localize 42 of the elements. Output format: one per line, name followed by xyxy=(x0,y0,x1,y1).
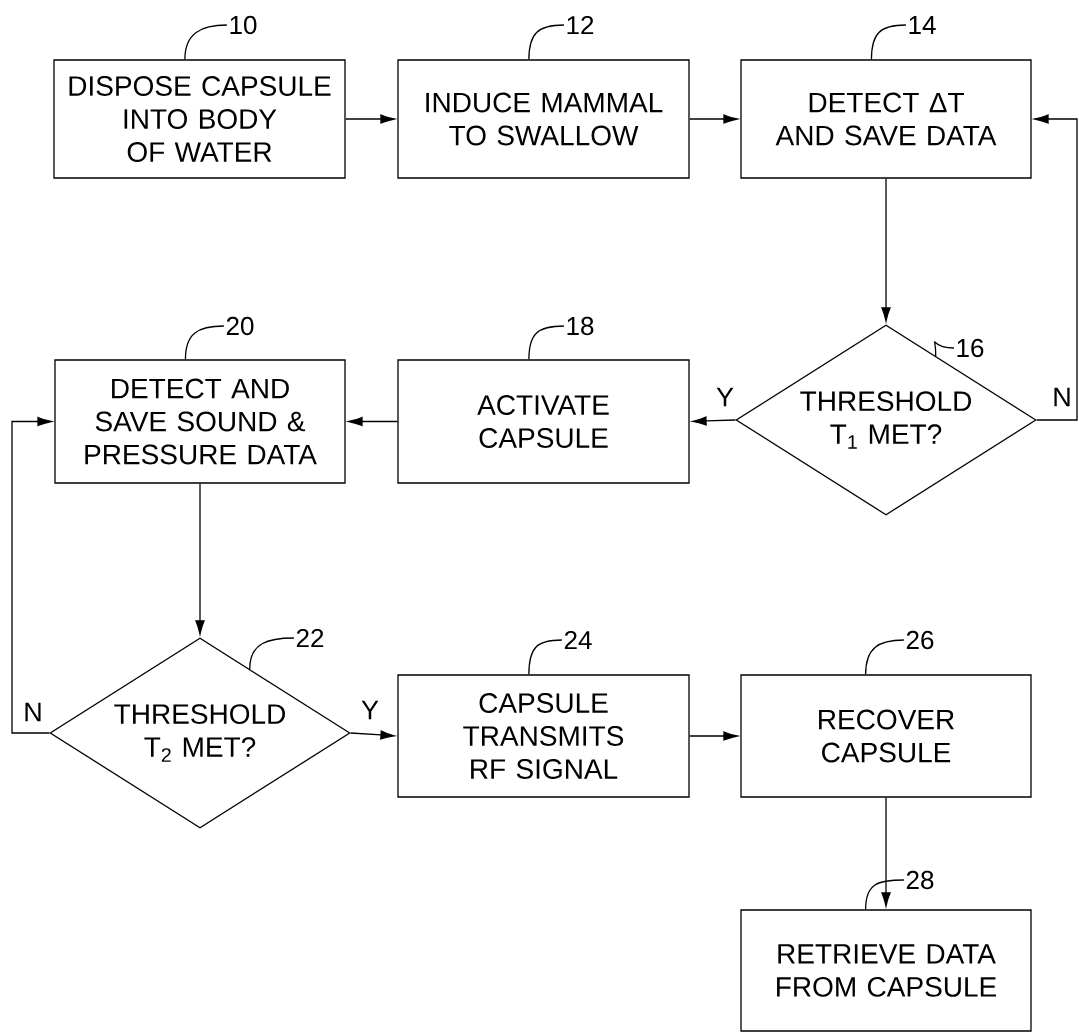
process-box: DETECT ΔT AND SAVE DATA xyxy=(740,59,1032,179)
arrow xyxy=(11,416,52,734)
edge-label: Y xyxy=(715,386,735,408)
callout-number: 20 xyxy=(226,316,254,336)
arrow xyxy=(689,731,738,741)
process-box: DISPOSE CAPSULE INTO BODY OF WATER xyxy=(53,59,346,179)
arrow xyxy=(692,416,736,426)
arrow xyxy=(1034,114,1078,421)
process-box: ACTIVATE CAPSULE xyxy=(397,359,690,484)
leader-line xyxy=(528,325,565,360)
callout-number: 28 xyxy=(906,870,934,890)
callout-number: 26 xyxy=(906,630,934,650)
leader-line xyxy=(249,637,295,670)
leader-line xyxy=(934,341,955,357)
callout-number: 10 xyxy=(230,15,257,35)
edge-label: Y xyxy=(360,699,380,721)
leader-line xyxy=(528,639,563,675)
edge-label: N xyxy=(1051,386,1073,408)
callout-number: 24 xyxy=(564,630,592,650)
leader-line xyxy=(184,24,228,60)
leader-line xyxy=(184,325,225,360)
process-box: DETECT AND SAVE SOUND & PRESSURE DATA xyxy=(54,359,346,484)
arrow xyxy=(350,730,395,740)
process-box: CAPSULE TRANSMITS RF SIGNAL xyxy=(397,674,690,798)
arrow xyxy=(689,114,738,124)
callout-number: 14 xyxy=(909,16,936,34)
arrow xyxy=(345,114,395,124)
leader-line xyxy=(528,24,565,60)
callout-number: 18 xyxy=(567,316,594,336)
edge-label: N xyxy=(22,701,44,723)
leader-line xyxy=(864,639,905,675)
leader-line xyxy=(870,24,907,60)
arrow xyxy=(881,178,891,322)
process-box: RECOVER CAPSULE xyxy=(740,674,1032,798)
leader-line xyxy=(864,879,905,910)
callout-number: 16 xyxy=(957,338,984,358)
callout-number: 12 xyxy=(567,15,594,35)
process-box: RETRIEVE DATA FROM CAPSULE xyxy=(740,909,1032,1032)
arrow xyxy=(881,797,891,907)
arrow xyxy=(195,483,205,635)
arrow xyxy=(348,416,398,427)
process-box: INDUCE MAMMAL TO SWALLOW xyxy=(397,59,690,179)
